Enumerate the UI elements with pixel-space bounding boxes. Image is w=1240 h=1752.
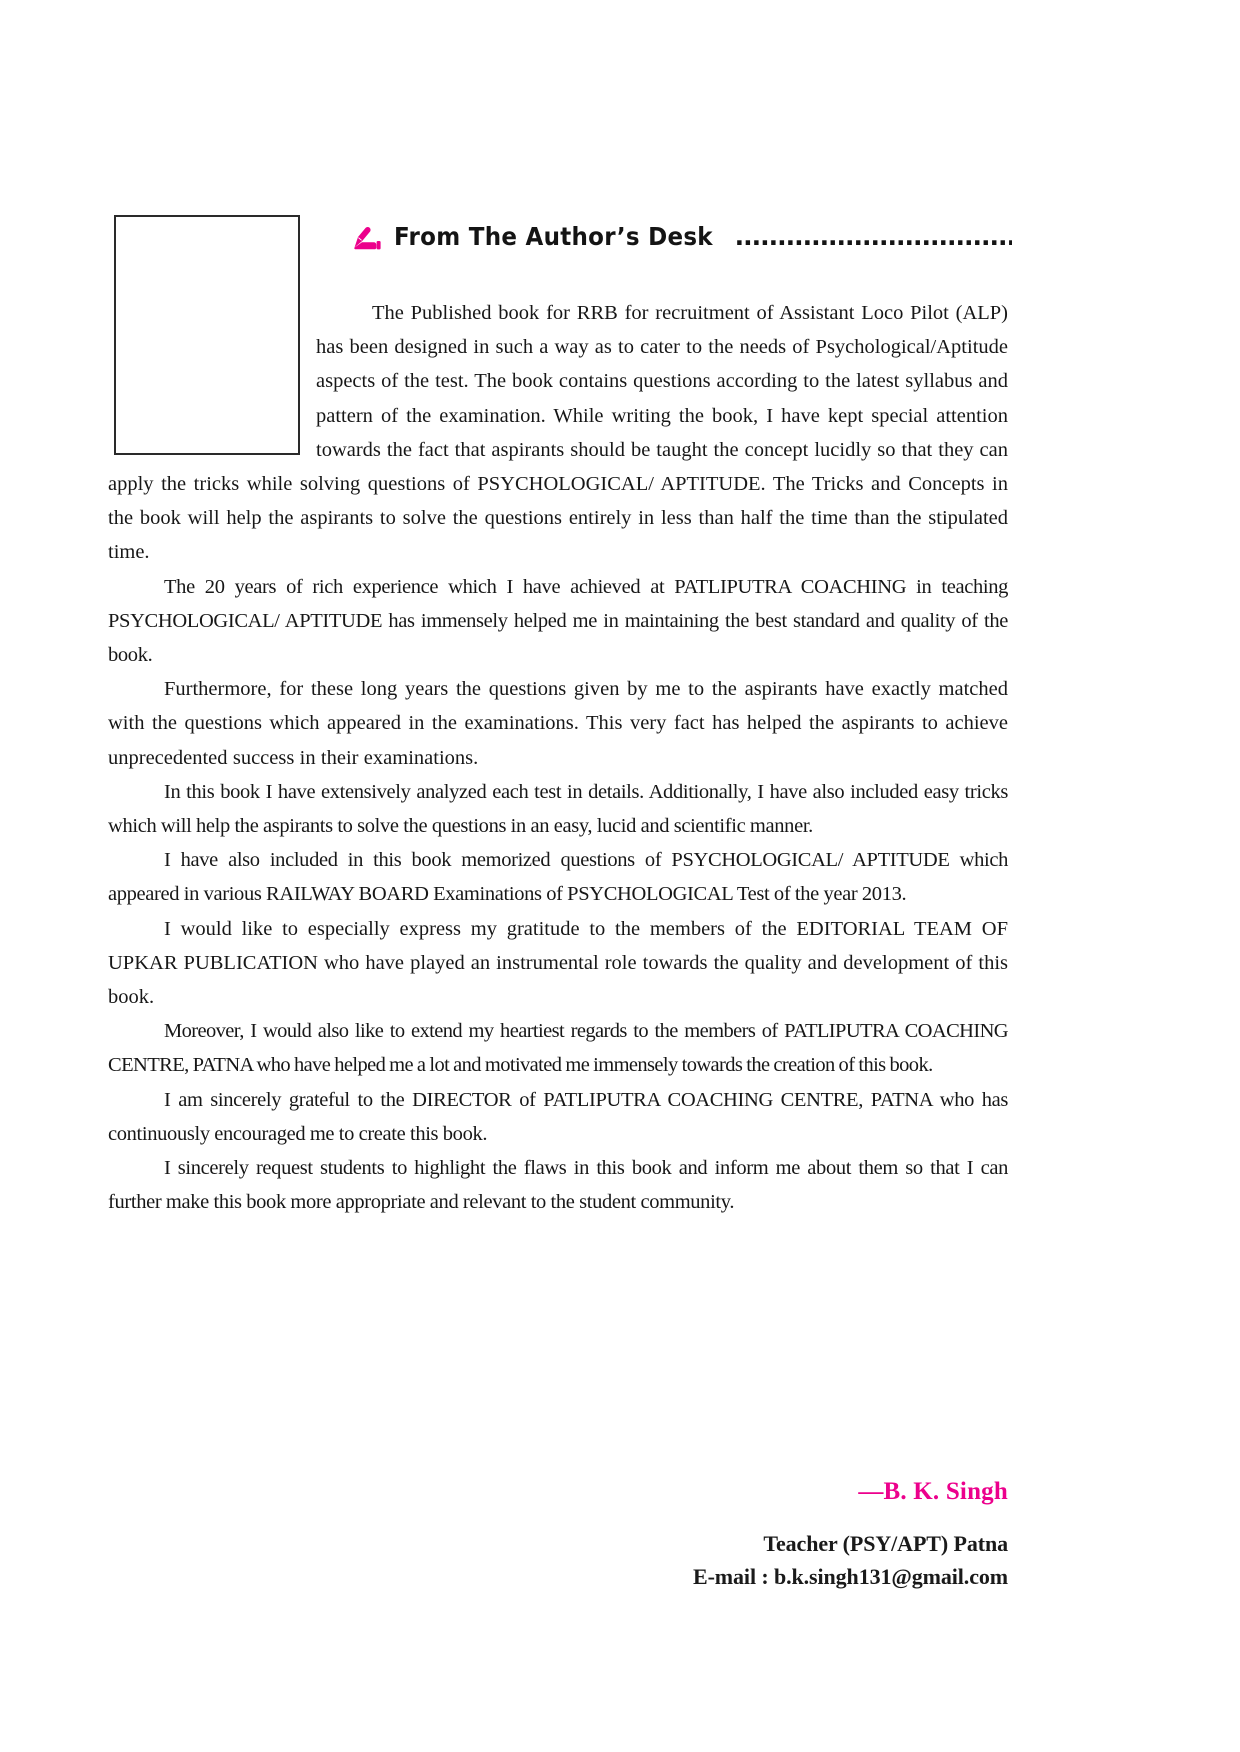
section-title: From The Author’s Desk	[394, 222, 713, 251]
author-name: —B. K. Singh	[858, 1478, 1008, 1505]
pen-writing-icon	[352, 225, 382, 251]
signature-details: Teacher (PSY/APT) Patna E-mail : b.k.sin…	[588, 1527, 1008, 1593]
section-header: From The Author’s Desk .................…	[352, 222, 1012, 251]
paragraph-3: Furthermore, for these long years the qu…	[108, 678, 1008, 769]
paragraph-7: Moreover, I would also like to extend my…	[108, 1020, 1009, 1077]
paragraph-4: In this book I have extensively analyzed…	[108, 780, 1008, 838]
photo-text-wrap-spacer	[108, 296, 316, 464]
signature-block: —B. K. Singh	[588, 1478, 1008, 1506]
author-photo-placeholder	[114, 215, 300, 455]
paragraph-2: The 20 years of rich experience which I …	[108, 575, 1008, 667]
author-role: Teacher (PSY/APT) Patna	[763, 1531, 1008, 1556]
letter-body: The Published book for RRB for recruitme…	[108, 296, 1009, 1219]
paragraph-9: I sincerely request students to highligh…	[108, 1157, 1008, 1214]
author-email: E-mail : b.k.singh131@gmail.com	[693, 1564, 1008, 1589]
dotted-leader: ........................................…	[734, 222, 1012, 251]
paragraph-8: I am sincerely grateful to the DIRECTOR …	[108, 1088, 1008, 1145]
paragraph-1: The Published book for RRB for recruitme…	[108, 302, 1008, 564]
paragraph-5: I have also included in this book memori…	[108, 849, 1008, 906]
paragraph-6: I would like to especially express my gr…	[108, 917, 1008, 1009]
